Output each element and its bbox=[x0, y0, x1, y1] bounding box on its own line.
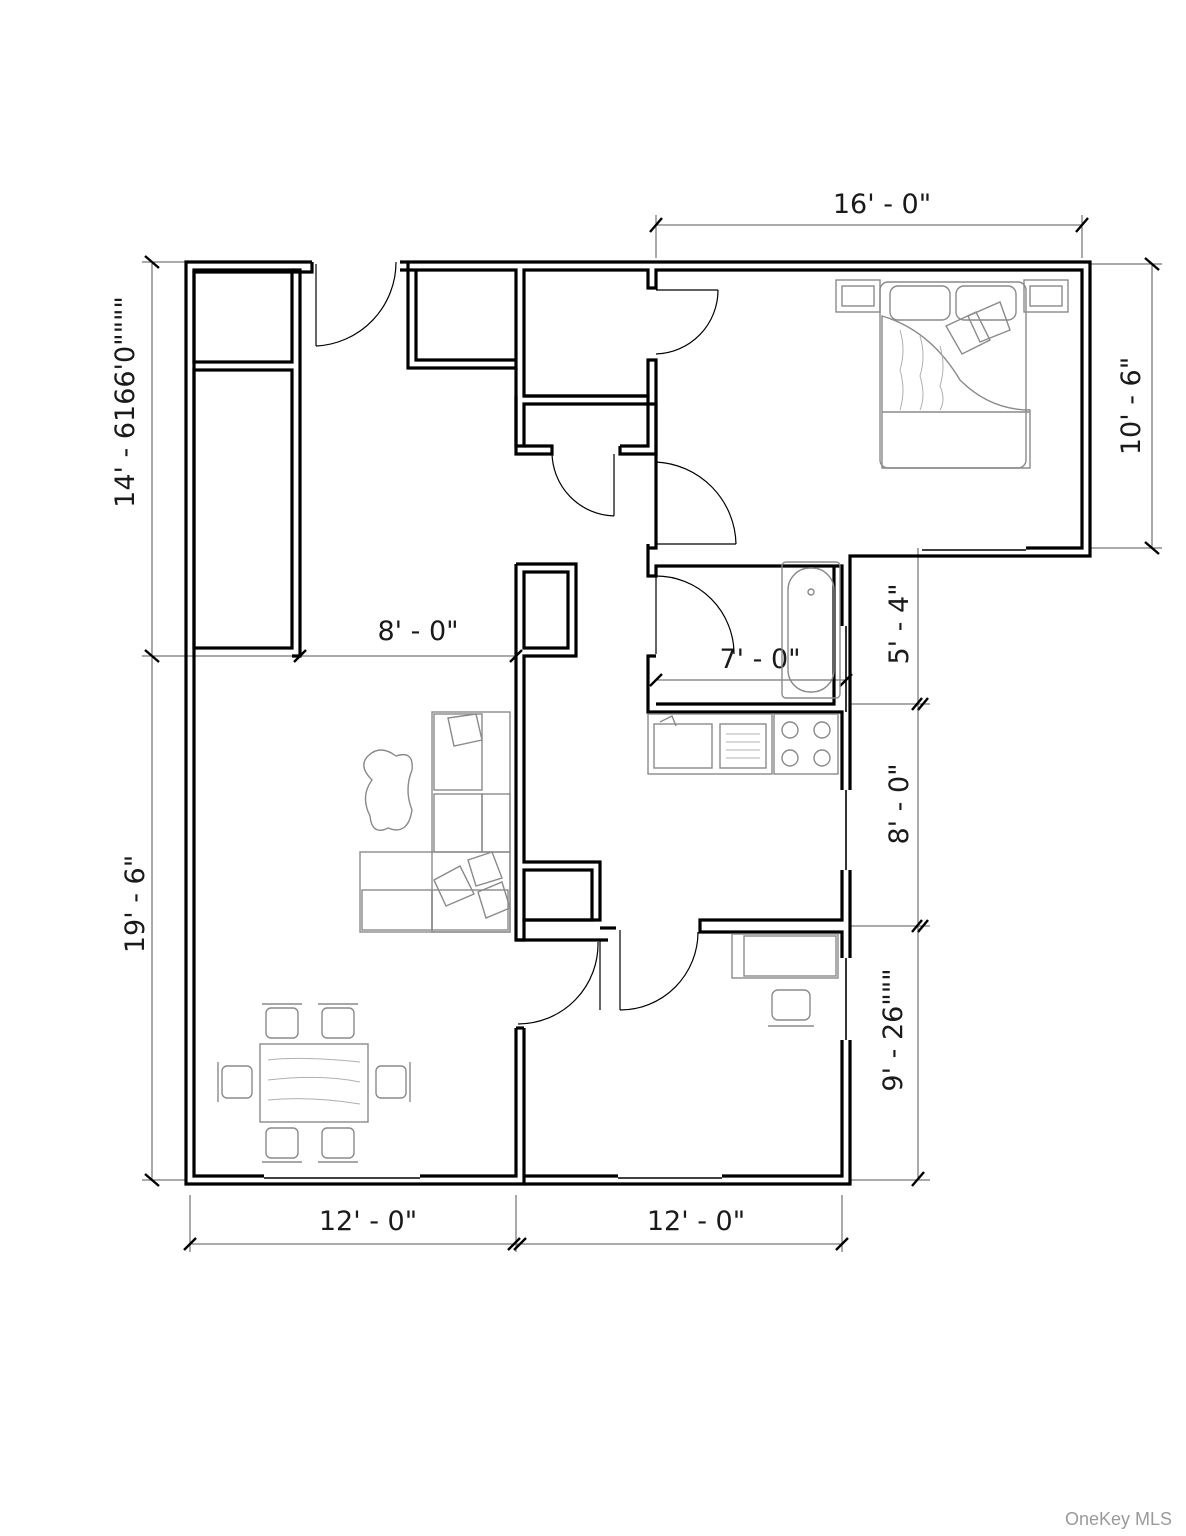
dim-top-width: 16' - 0" bbox=[833, 189, 931, 220]
dim-right-bath: 5' - 4" bbox=[884, 583, 915, 664]
dim-hall-width: 8' - 0" bbox=[377, 616, 458, 647]
dim-right-bedroom: 10' - 6" bbox=[1116, 357, 1147, 455]
dim-bottom-right: 12' - 0" bbox=[647, 1206, 745, 1237]
dim-bath-width: 7' - 0" bbox=[719, 644, 800, 675]
walls bbox=[184, 260, 1092, 1186]
dimension-lines bbox=[142, 215, 1162, 1252]
dining-set-icon bbox=[217, 1003, 411, 1163]
dim-left-upper: 14' - 6166'0"""" bbox=[110, 296, 141, 508]
dim-right-office: 9' - 26""" bbox=[878, 968, 909, 1091]
sofa-icon bbox=[359, 711, 511, 933]
bed-icon bbox=[835, 279, 1069, 469]
sink-icon bbox=[647, 713, 773, 775]
stove-icon bbox=[773, 713, 839, 775]
chair-icon bbox=[768, 989, 814, 1027]
rug-icon bbox=[363, 749, 413, 831]
chair-icon bbox=[217, 1003, 411, 1163]
bathtub-icon bbox=[781, 561, 841, 699]
dim-left-lower: 19' - 6" bbox=[120, 855, 151, 953]
watermark: OneKey MLS bbox=[1064, 1509, 1172, 1529]
doors bbox=[315, 261, 737, 1025]
dim-bottom-left: 12' - 0" bbox=[319, 1206, 417, 1237]
desk-icon bbox=[731, 933, 839, 979]
dim-right-kitchen: 8' - 0" bbox=[884, 763, 915, 844]
